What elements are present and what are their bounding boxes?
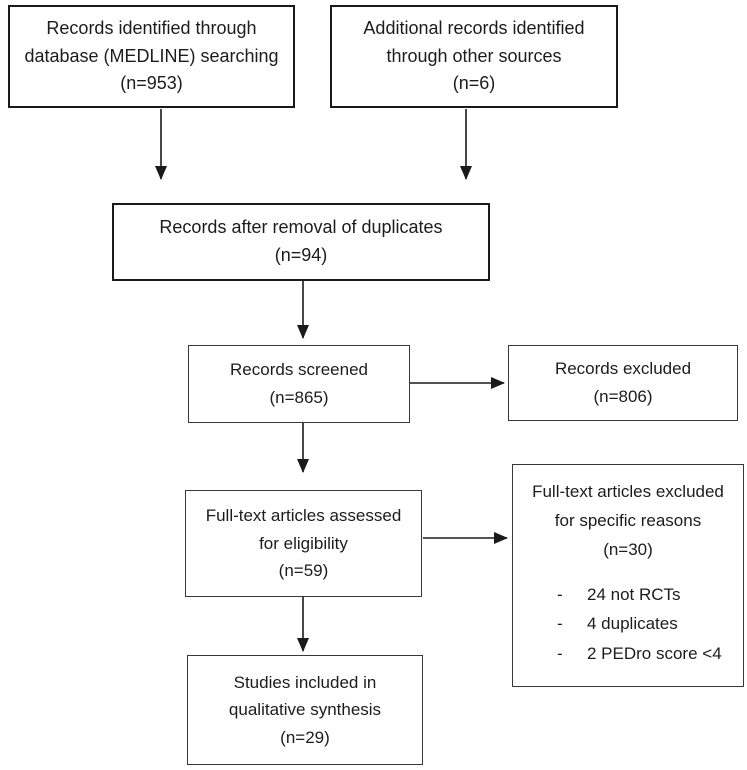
node-fulltext-assessed: Full-text articles assessed for eligibil… <box>185 490 422 597</box>
node-records-screened-text: Records screened (n=865) <box>230 360 368 407</box>
node-after-duplicates: Records after removal of duplicates (n=9… <box>112 203 490 281</box>
exclusion-reason-item: - 24 not RCTs <box>557 580 743 610</box>
node-records-identified-text: Records identified through database (MED… <box>24 17 279 94</box>
node-records-excluded-text: Records excluded (n=806) <box>554 359 692 406</box>
exclusion-reason-item: - 2 PEDro score <4 <box>557 639 743 669</box>
exclusion-reason-text: 24 not RCTs <box>587 584 681 604</box>
node-records-identified: Records identified through database (MED… <box>8 5 295 108</box>
node-fulltext-excluded: Full-text articles excluded for specific… <box>512 464 744 687</box>
exclusion-reasons-list: - 24 not RCTs - 4 duplicates - 2 PEDro scor… <box>513 580 743 669</box>
node-additional-records-text: Additional records identified through ot… <box>363 17 585 94</box>
exclusion-reason-item: - 4 duplicates <box>557 609 743 639</box>
node-studies-included-text: Studies included in qualitative synthesi… <box>228 672 382 747</box>
node-fulltext-assessed-text: Full-text articles assessed for eligibil… <box>205 506 402 581</box>
node-fulltext-excluded-title: Full-text articles excluded for specific… <box>532 482 724 559</box>
dash-bullet: - <box>557 584 563 604</box>
dash-bullet: - <box>557 644 563 664</box>
node-additional-records: Additional records identified through ot… <box>330 5 618 108</box>
node-studies-included: Studies included in qualitative synthesi… <box>187 655 423 765</box>
dash-bullet: - <box>557 614 563 634</box>
node-records-excluded: Records excluded (n=806) <box>508 345 738 421</box>
exclusion-reason-text: 2 PEDro score <4 <box>587 644 722 664</box>
node-records-screened: Records screened (n=865) <box>188 345 410 423</box>
node-after-duplicates-text: Records after removal of duplicates (n=9… <box>159 217 443 265</box>
exclusion-reason-text: 4 duplicates <box>587 614 678 634</box>
